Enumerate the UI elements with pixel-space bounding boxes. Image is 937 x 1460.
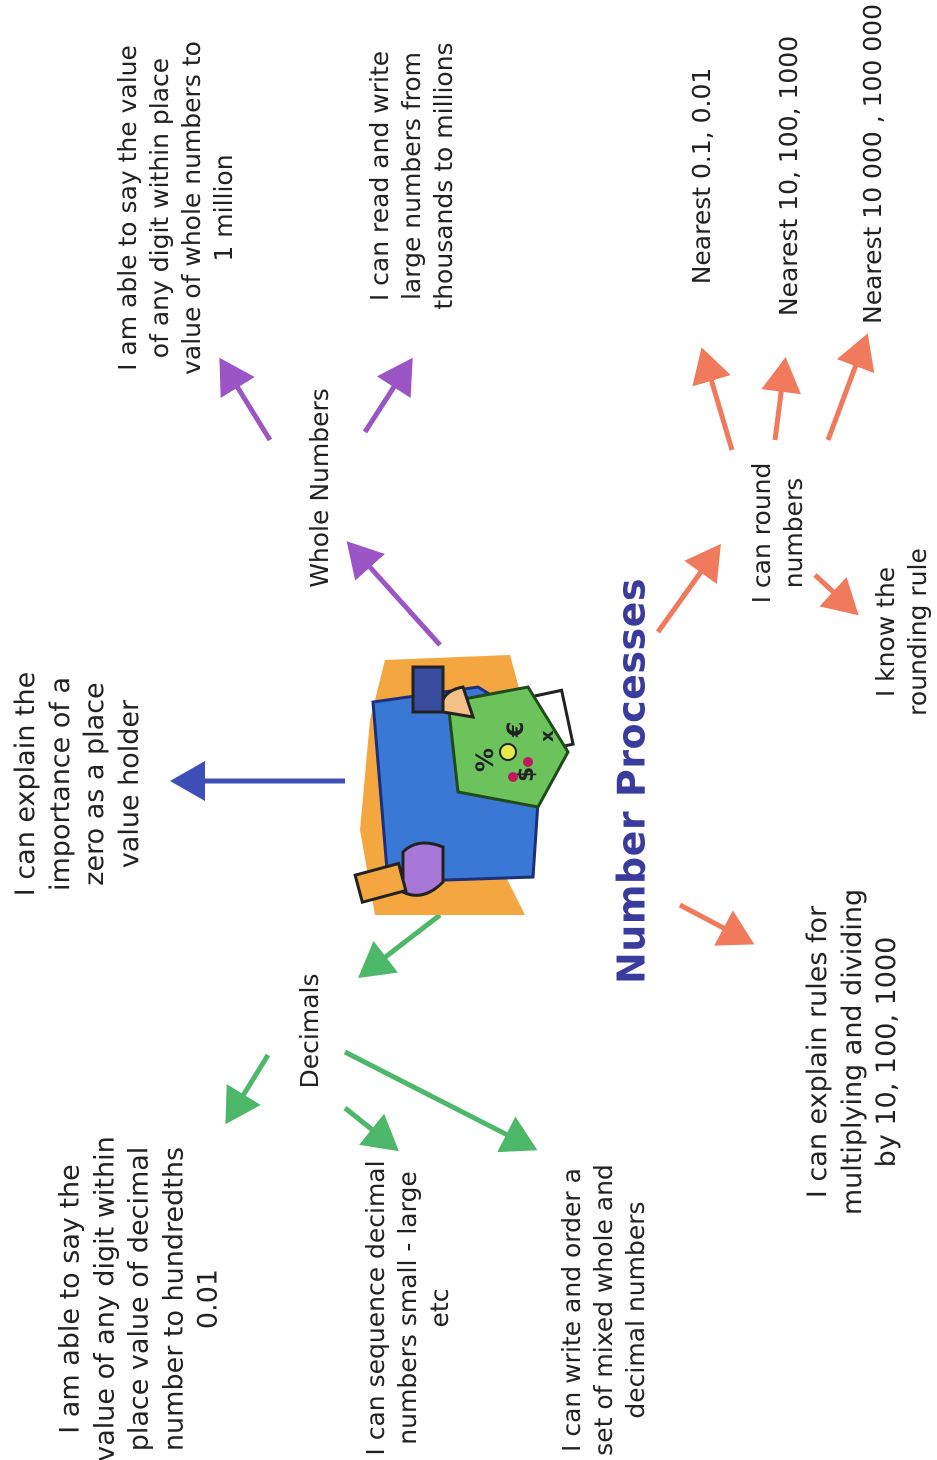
arrow-to-nearest-thousand	[761, 357, 802, 441]
order-mixed-numbers-text: I can write and order a set of mixed who…	[557, 1164, 650, 1456]
zero-placeholder-text: I can explain the importance of a zero a…	[9, 671, 145, 897]
round-numbers-label: I can round numbers	[747, 462, 808, 604]
decimal-place-value-text: I am able to say the value of any digit …	[54, 1136, 224, 1460]
multiply-divide-rules-text: I can explain rules for multiplying and …	[802, 888, 903, 1216]
arrow-to-rounding-rule	[813, 573, 859, 616]
arrow-to-decimals	[358, 913, 442, 979]
arrow-to-nearest-tenth	[692, 347, 735, 451]
nearest-hundred-thousand-text: Nearest 10 000 , 100 000	[858, 4, 887, 324]
arrow-to-order-mixed	[343, 1049, 538, 1153]
svg-text:$: $	[514, 767, 539, 782]
arrow-to-nearest-100000	[825, 333, 875, 441]
arrow-to-whole-numbers	[346, 541, 442, 647]
svg-text:€: €	[504, 722, 529, 738]
rounding-rule-text: I know the rounding rule	[871, 548, 932, 716]
svg-text:%: %	[471, 748, 499, 772]
nearest-tenth-text: Nearest 0.1, 0.01	[687, 67, 716, 285]
decimals-label: Decimals	[295, 973, 324, 1089]
svg-text:x: x	[537, 730, 558, 742]
arrow-to-round-numbers	[655, 543, 721, 634]
arrow-to-read-write-large	[362, 357, 413, 434]
whole-numbers-label: Whole Numbers	[305, 388, 334, 588]
diagram-title: Number Processes	[609, 577, 654, 985]
whole-place-value-text: I am able to say the value of any digit …	[113, 41, 238, 375]
arrow-to-sequence-decimals	[343, 1106, 399, 1152]
read-write-large-text: I can read and write large numbers from …	[365, 42, 458, 310]
calculator-money-clipart: % € $ x	[353, 655, 575, 915]
sequence-decimals-text: I can sequence decimal numbers small - l…	[361, 1160, 454, 1456]
arrow-to-multiply-divide	[678, 902, 755, 946]
arrow-to-decimal-place-value	[225, 1053, 271, 1125]
arrow-to-place-value-million	[219, 357, 273, 442]
nearest-thousand-text: Nearest 10, 100, 1000	[774, 35, 803, 317]
